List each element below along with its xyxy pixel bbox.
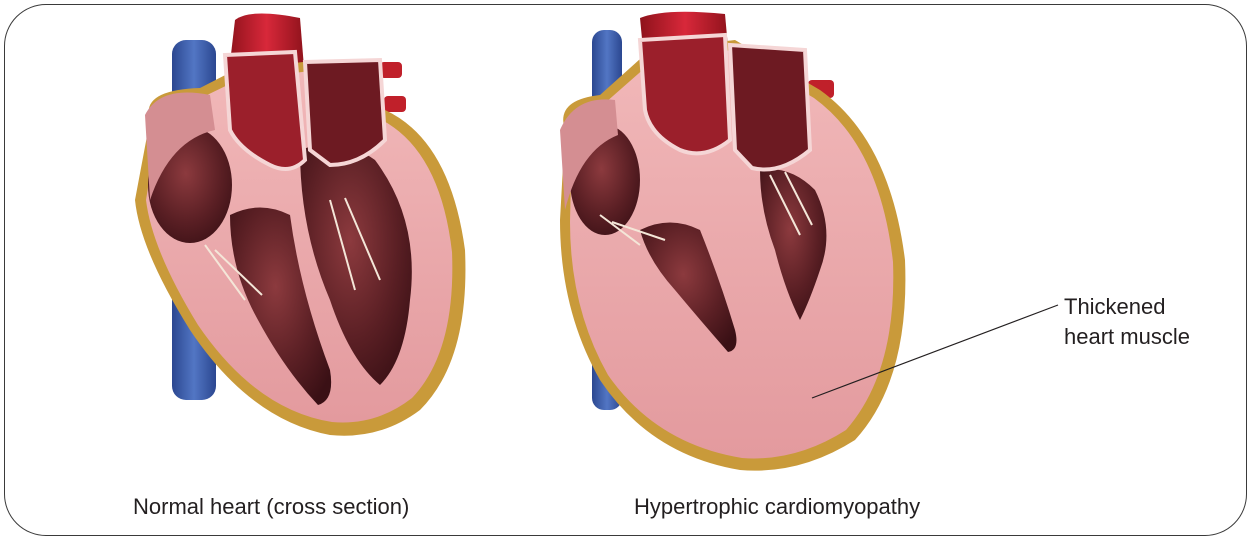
pulmonary-chamber	[305, 60, 385, 165]
annotation-line-2: heart muscle	[1064, 322, 1190, 352]
pulmonary-branch	[380, 62, 402, 78]
thickened-muscle-annotation: Thickened heart muscle	[1064, 292, 1190, 352]
pulmonary-branch	[384, 96, 406, 112]
normal-heart-illustration	[135, 13, 465, 435]
pulmonary-chamber	[730, 45, 810, 170]
annotation-line-1: Thickened	[1064, 292, 1190, 322]
hypertrophic-caption: Hypertrophic cardiomyopathy	[634, 494, 920, 520]
normal-heart-caption: Normal heart (cross section)	[133, 494, 409, 520]
hypertrophic-heart-illustration	[560, 12, 905, 471]
